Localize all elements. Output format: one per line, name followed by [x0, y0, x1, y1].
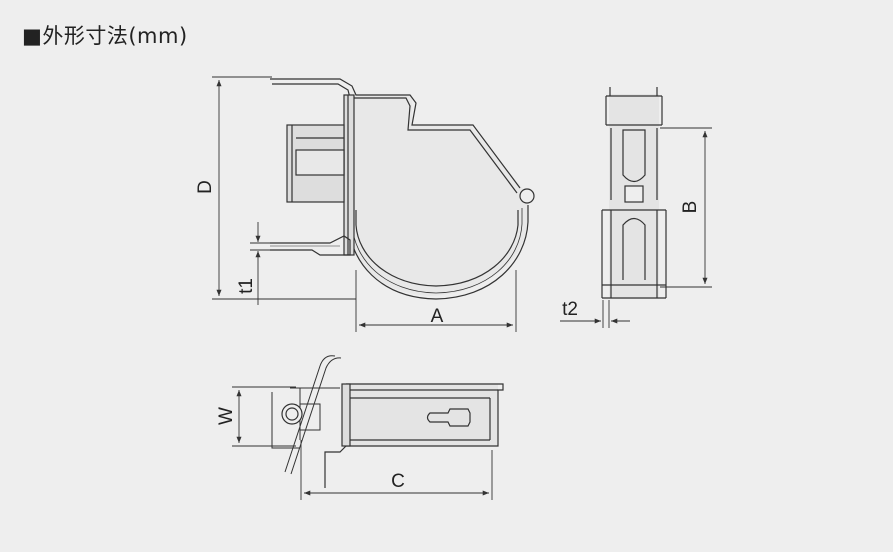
- ring-inner: [355, 210, 519, 287]
- dim-label-t2: t2: [562, 299, 578, 320]
- top-body: [346, 383, 504, 447]
- wire-eye: [281, 403, 303, 425]
- hook-loop: [519, 188, 535, 204]
- dim-label-C: C: [391, 471, 405, 492]
- upper-slot: [622, 129, 646, 183]
- clip-body: [348, 95, 528, 296]
- front-view: [270, 78, 535, 300]
- center-block: [624, 185, 644, 203]
- ring-outer: [347, 200, 529, 300]
- top-dimensions: [232, 386, 493, 500]
- dim-label-B: B: [680, 201, 701, 214]
- dim-label-W: W: [216, 407, 237, 425]
- bottom-foot: [270, 235, 351, 256]
- dim-label-t1: t1: [236, 278, 257, 294]
- top-view: [271, 355, 504, 488]
- side-view: [601, 87, 667, 299]
- dim-label-D: D: [195, 180, 216, 194]
- top-bracket: [270, 78, 521, 189]
- top-slot: [426, 408, 471, 427]
- front-dimensions: [212, 76, 517, 332]
- side-plate: [343, 94, 355, 256]
- dim-label-A: A: [431, 306, 444, 327]
- diagram-title: ■外形寸法(mm): [22, 24, 188, 48]
- side-dimensions: [560, 127, 712, 328]
- lower-slot: [622, 217, 646, 280]
